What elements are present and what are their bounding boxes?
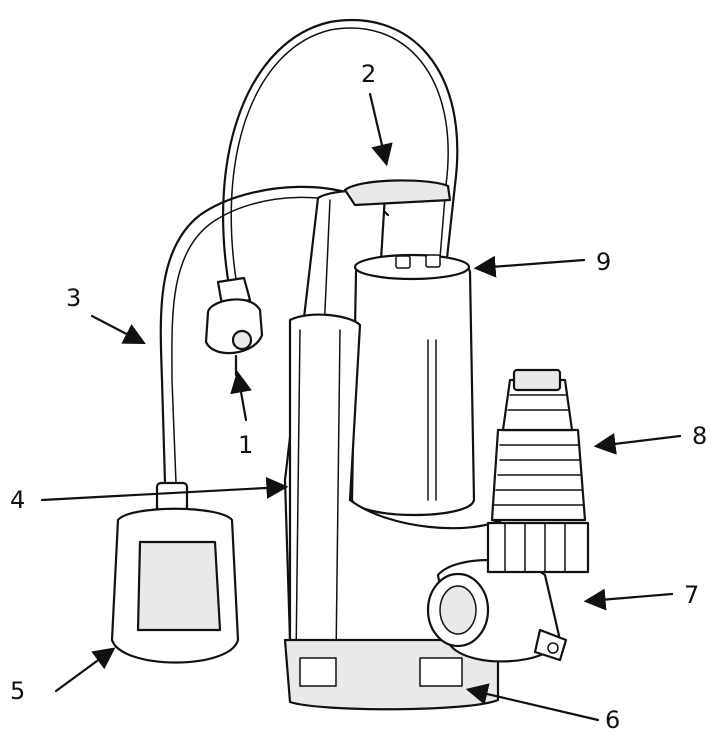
power-cable [222, 19, 459, 294]
coupling-nut [486, 521, 590, 574]
callout-number-6: 6 [605, 706, 620, 734]
hose-connector [490, 368, 587, 522]
callout-arrow-7 [583, 588, 674, 611]
callout-number-4: 4 [10, 486, 25, 514]
callout-number-8: 8 [692, 422, 707, 450]
top-handle [343, 179, 452, 207]
motor-cylinder [350, 257, 476, 517]
callout-arrow-8 [593, 432, 682, 455]
float-cable [159, 185, 390, 485]
motor-cap [353, 253, 471, 281]
callout-number-9: 9 [596, 248, 611, 276]
callout-arrow-9 [473, 255, 586, 278]
callout-arrow-3 [90, 314, 146, 345]
callout-arrow-6 [465, 683, 600, 722]
float-switch [110, 481, 240, 664]
plug-icon [204, 276, 264, 377]
callout-arrow-1 [230, 370, 252, 422]
callout-number-7: 7 [684, 581, 699, 609]
callout-number-2: 2 [361, 60, 376, 88]
callout-arrow-5 [54, 647, 116, 693]
callout-number-3: 3 [66, 284, 81, 312]
callout-number-5: 5 [10, 677, 25, 705]
elbow-outlet [426, 558, 568, 663]
callout-arrow-4 [40, 476, 289, 502]
callout-arrow-2 [368, 92, 393, 167]
callout-number-1: 1 [238, 431, 253, 459]
